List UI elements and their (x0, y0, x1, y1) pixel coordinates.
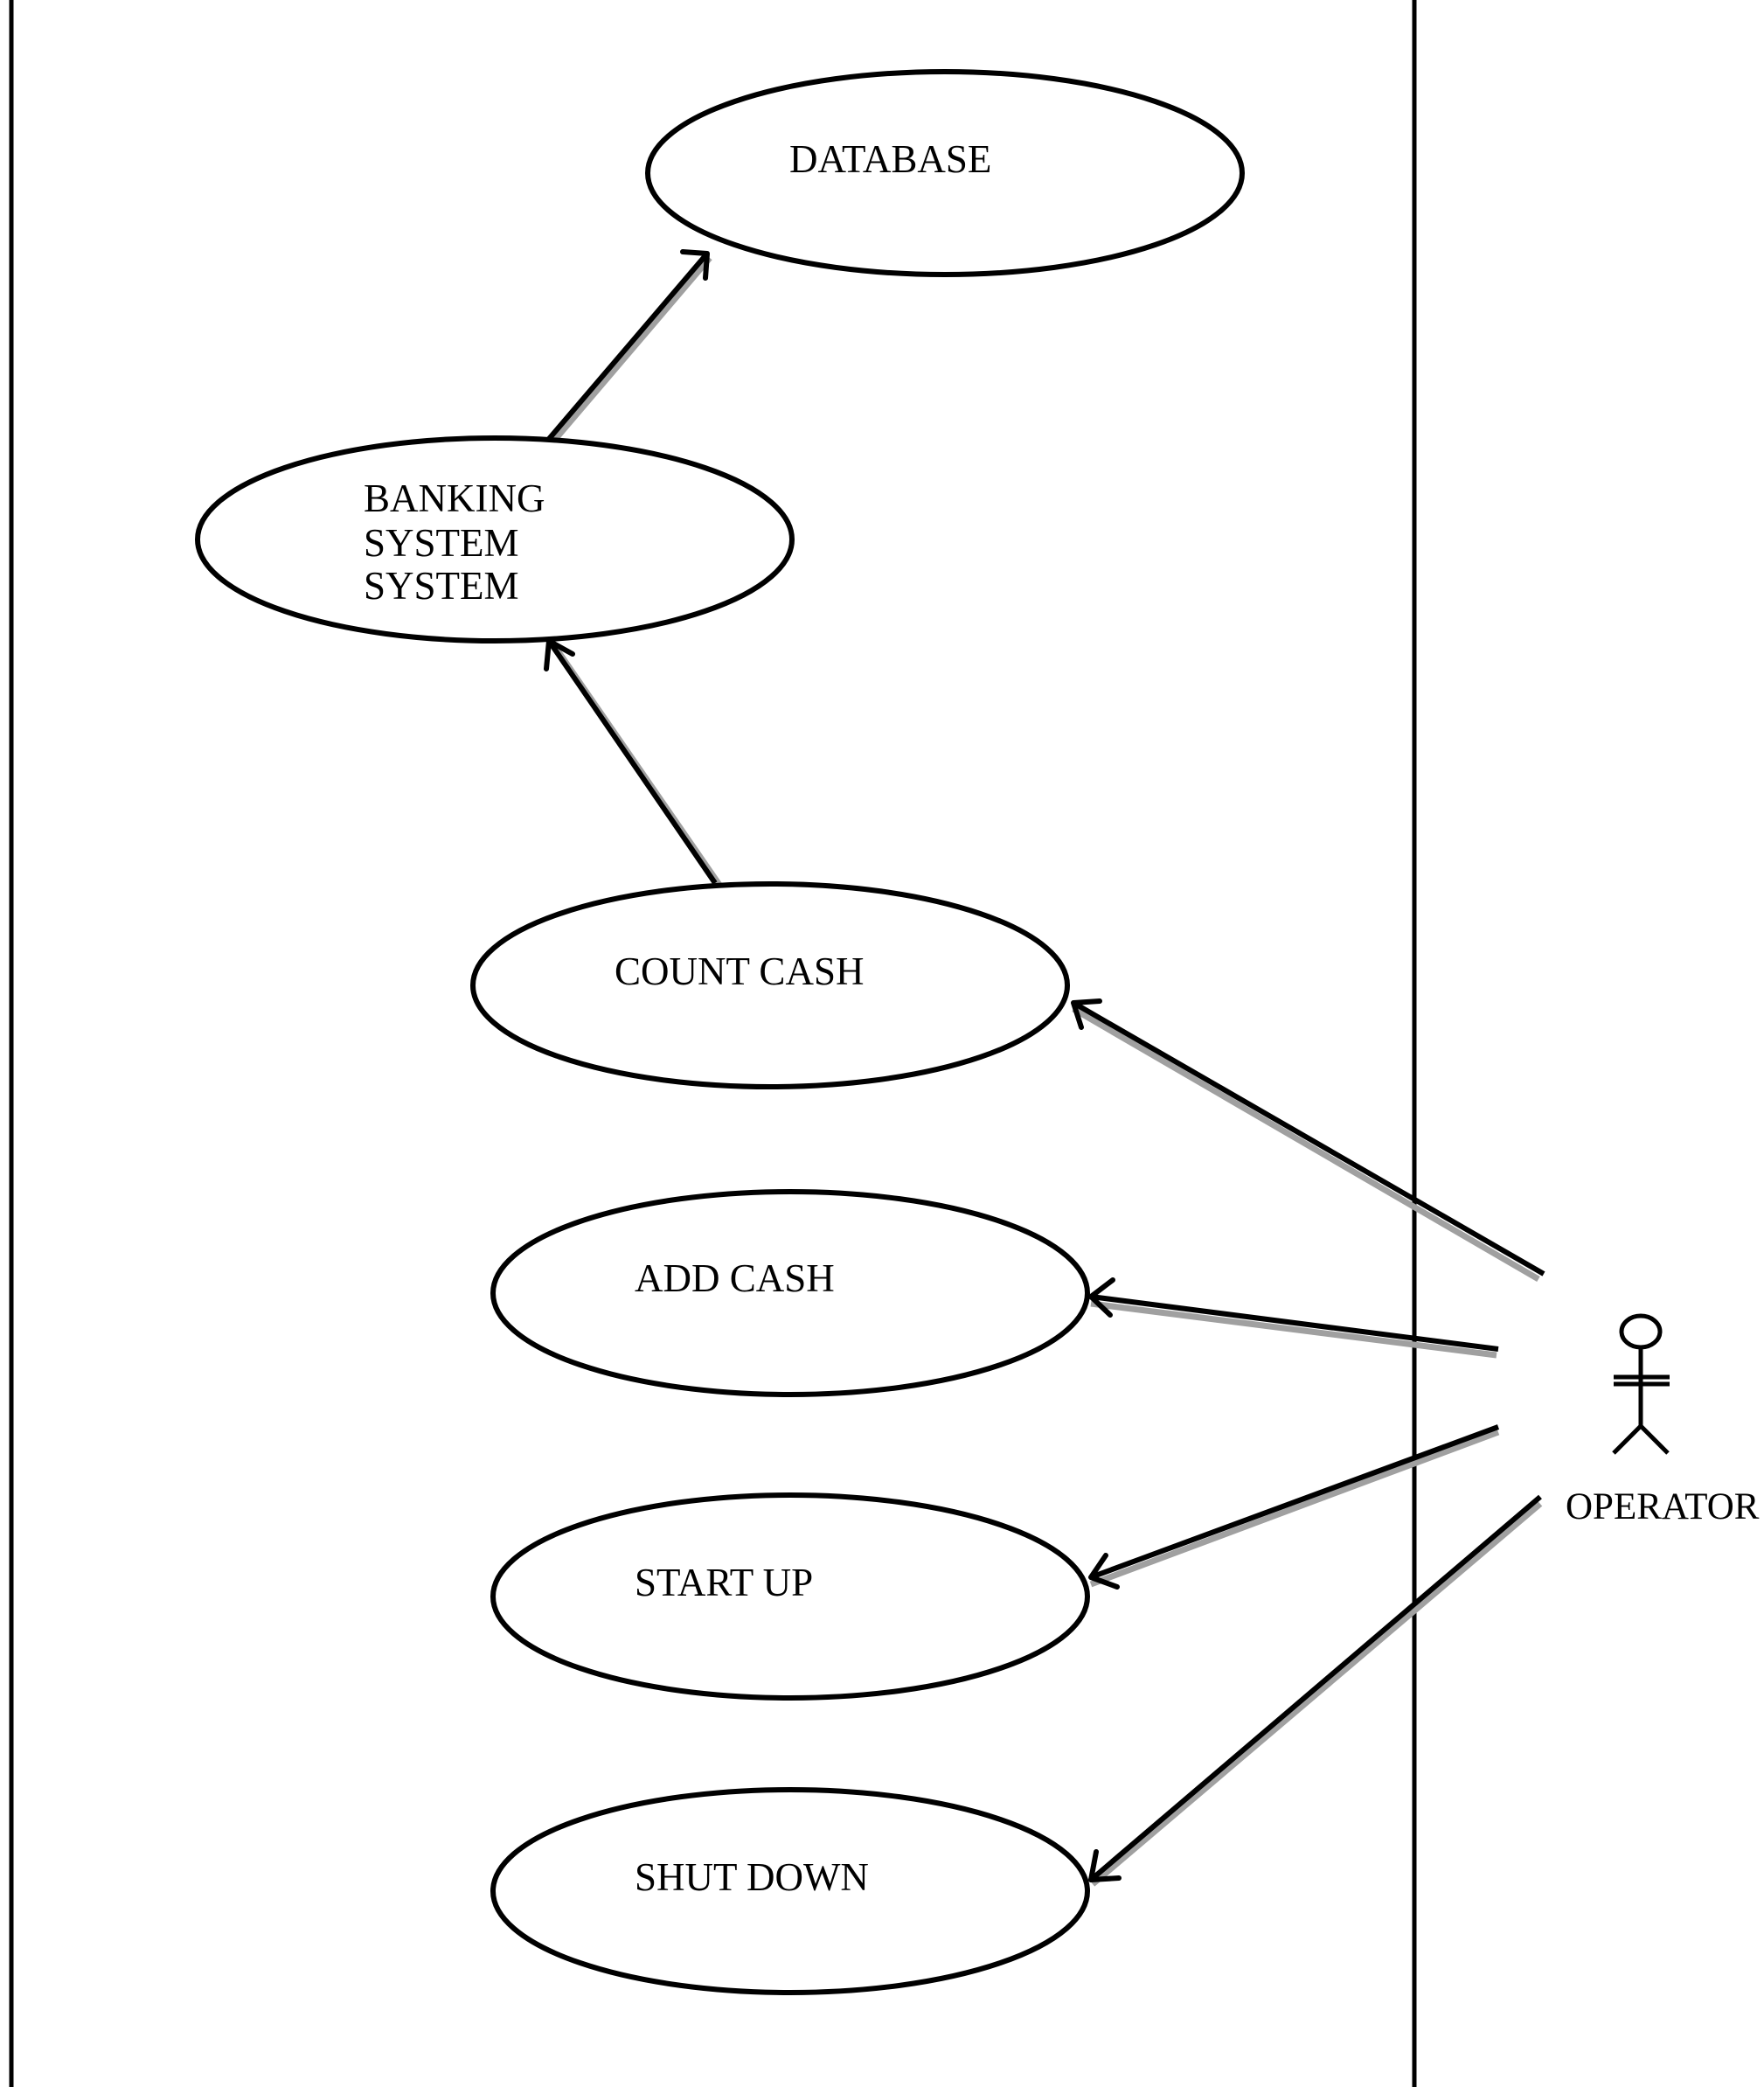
use-case-add-cash-line-1: ADD CASH (635, 1256, 835, 1300)
use-case-shut-down-label: SHUT DOWN (635, 1855, 869, 1899)
stick-figure-icon (1612, 1313, 1670, 1455)
use-case-shut-down-line-1: SHUT DOWN (635, 1855, 869, 1899)
association-countcash-to-banking (544, 638, 722, 887)
use-case-start-up: START UP (490, 1492, 1090, 1701)
association-operator-to-countcash (1071, 998, 1545, 1283)
association-operator-to-addcash (1088, 1277, 1499, 1359)
use-case-banking-system-line-2: SYSTEM (364, 521, 519, 565)
association-operator-to-shutdown (1088, 1494, 1543, 1887)
use-case-start-up-label: START UP (635, 1561, 813, 1604)
use-case-add-cash: ADD CASH (490, 1189, 1090, 1397)
use-case-banking-system: BANKING SYSTEM SYSTEM (195, 435, 795, 643)
use-case-database: DATABASE (645, 69, 1245, 277)
association-banking-to-database (546, 249, 712, 444)
use-case-start-up-line-1: START UP (635, 1561, 813, 1604)
association-operator-to-startup (1088, 1424, 1500, 1590)
use-case-database-label: DATABASE (789, 137, 991, 181)
use-case-count-cash: COUNT CASH (470, 881, 1070, 1089)
use-case-add-cash-label: ADD CASH (635, 1256, 835, 1300)
use-case-database-line-1: DATABASE (789, 137, 991, 181)
actor-operator: OPERATOR (1566, 1313, 1760, 1527)
use-case-banking-system-line-1: BANKING (364, 477, 545, 520)
use-case-count-cash-line-1: COUNT CASH (615, 950, 864, 993)
use-case-banking-system-line-3: SYSTEM (364, 564, 519, 608)
actor-operator-label: OPERATOR (1566, 1486, 1760, 1527)
use-case-shut-down: SHUT DOWN (490, 1787, 1090, 1995)
use-case-banking-system-label: BANKING SYSTEM SYSTEM (364, 477, 555, 608)
use-case-count-cash-label: COUNT CASH (615, 950, 864, 993)
